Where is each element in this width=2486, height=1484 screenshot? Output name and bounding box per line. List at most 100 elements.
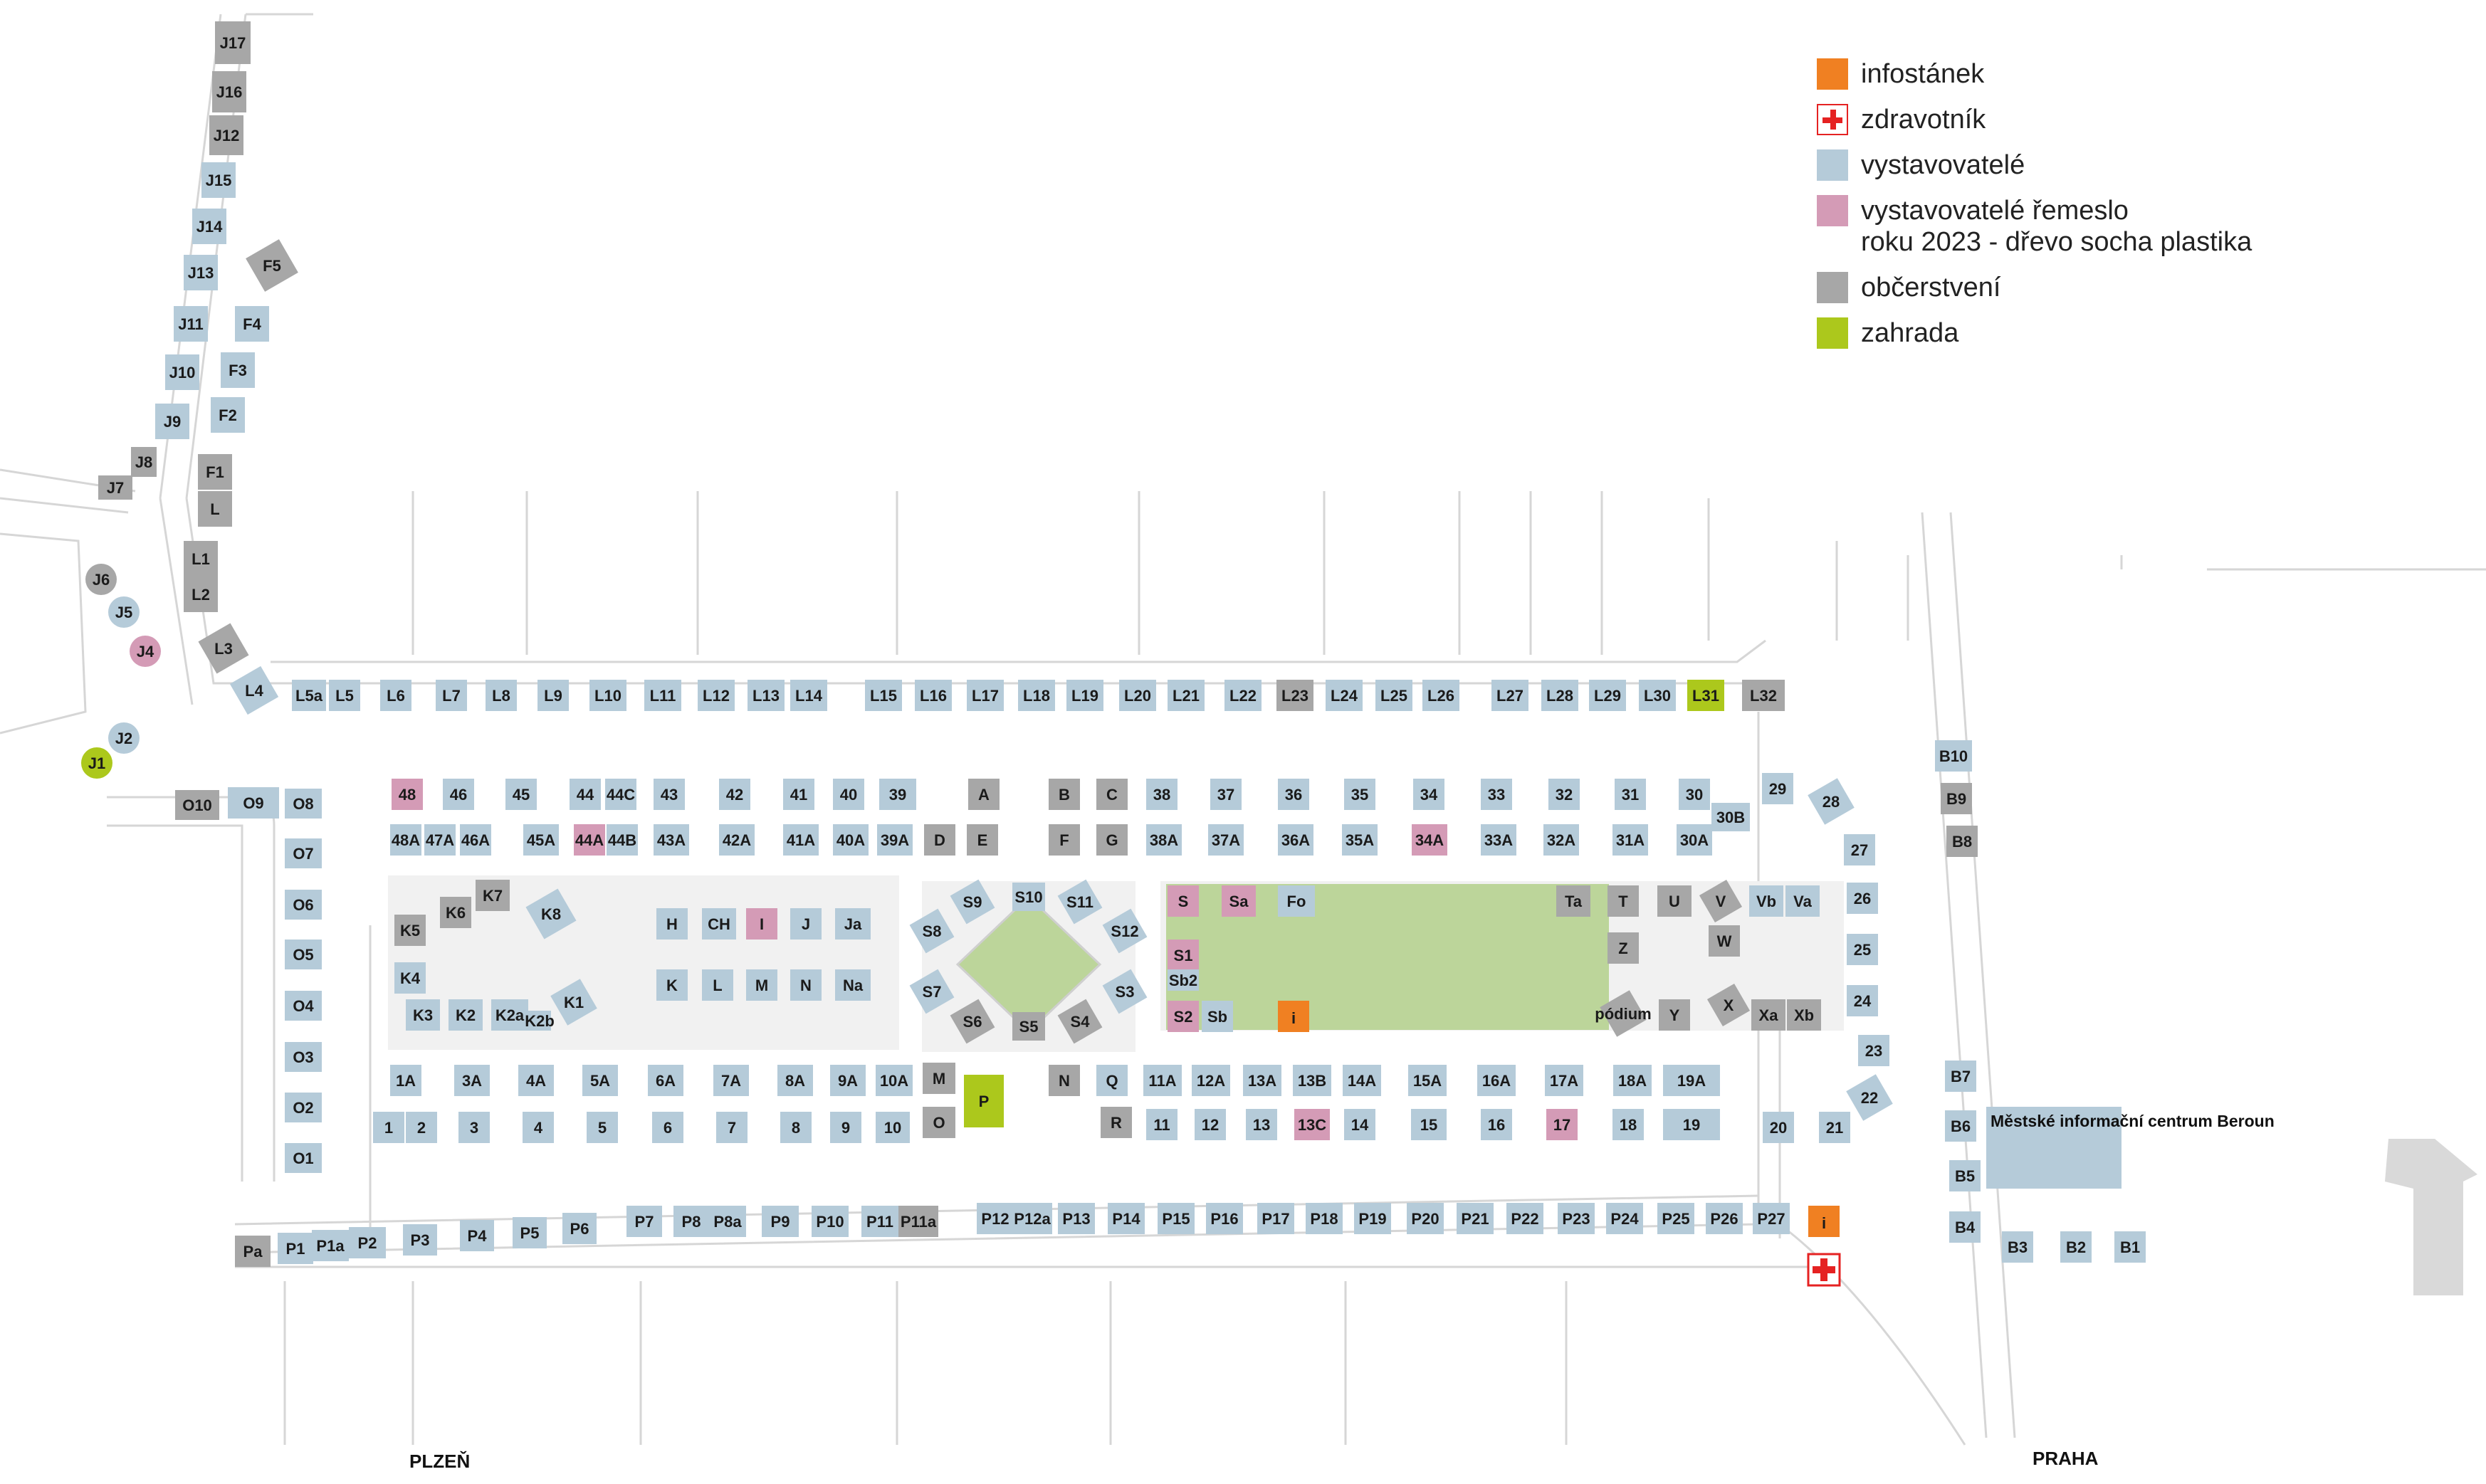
stall-Va[interactable]: Va bbox=[1785, 885, 1820, 917]
stall-40A[interactable]: 40A bbox=[833, 824, 869, 856]
stall-Z[interactable]: Z bbox=[1607, 932, 1639, 964]
stall-J8[interactable]: J8 bbox=[131, 447, 157, 477]
stall-P5[interactable]: P5 bbox=[513, 1217, 547, 1248]
stall-J1[interactable]: J1 bbox=[81, 747, 112, 779]
stall-6A[interactable]: 6A bbox=[648, 1065, 683, 1096]
stall-N[interactable]: N bbox=[1049, 1065, 1080, 1096]
stall-J12[interactable]: J12 bbox=[209, 115, 243, 155]
stall-10A[interactable]: 10A bbox=[876, 1065, 913, 1096]
stall-P24[interactable]: P24 bbox=[1606, 1203, 1643, 1234]
stall-S7[interactable]: S7 bbox=[909, 969, 955, 1014]
stall-8A[interactable]: 8A bbox=[777, 1065, 813, 1096]
stall-S[interactable]: S bbox=[1168, 885, 1199, 917]
stall-37A[interactable]: 37A bbox=[1208, 824, 1244, 856]
stall-31A[interactable]: 31A bbox=[1612, 824, 1648, 856]
stall-1[interactable]: 1 bbox=[373, 1112, 404, 1143]
stall-P1a[interactable]: P1a bbox=[312, 1230, 349, 1261]
stall-44[interactable]: 44 bbox=[570, 779, 601, 810]
stall-K2[interactable]: K2 bbox=[449, 999, 483, 1031]
stall-B3[interactable]: B3 bbox=[2002, 1231, 2033, 1263]
stall-D[interactable]: D bbox=[924, 824, 955, 856]
stall-Ja[interactable]: Ja bbox=[835, 908, 871, 940]
stall-L9[interactable]: L9 bbox=[537, 680, 569, 711]
stall-5A[interactable]: 5A bbox=[582, 1065, 618, 1096]
stall-O4[interactable]: O4 bbox=[285, 991, 322, 1021]
stall-L22[interactable]: L22 bbox=[1224, 680, 1262, 711]
stall-Fo[interactable]: Fo bbox=[1278, 885, 1315, 917]
stall-44A[interactable]: 44A bbox=[574, 824, 605, 856]
stall-30B[interactable]: 30B bbox=[1711, 803, 1750, 831]
stall-48[interactable]: 48 bbox=[392, 779, 423, 810]
stall-42[interactable]: 42 bbox=[719, 779, 750, 810]
stall-L[interactable]: L bbox=[702, 969, 733, 1001]
stall-36[interactable]: 36 bbox=[1278, 779, 1309, 810]
stall-J17[interactable]: J17 bbox=[215, 21, 251, 64]
stall-26[interactable]: 26 bbox=[1847, 883, 1878, 914]
stall-18[interactable]: 18 bbox=[1612, 1109, 1644, 1140]
stall-L3[interactable]: L3 bbox=[198, 623, 249, 674]
stall-Sb2[interactable]: Sb2 bbox=[1168, 969, 1199, 991]
stall-29[interactable]: 29 bbox=[1762, 773, 1793, 804]
stall-31[interactable]: 31 bbox=[1615, 779, 1646, 810]
stall-44B[interactable]: 44B bbox=[607, 824, 638, 856]
stall-P1[interactable]: P1 bbox=[278, 1233, 313, 1264]
stall-B9[interactable]: B9 bbox=[1941, 783, 1972, 814]
stall-28[interactable]: 28 bbox=[1808, 778, 1855, 825]
stall-P10[interactable]: P10 bbox=[812, 1206, 849, 1237]
stall-32[interactable]: 32 bbox=[1548, 779, 1580, 810]
stall-J13[interactable]: J13 bbox=[184, 255, 218, 290]
stall-L11[interactable]: L11 bbox=[644, 680, 681, 711]
stall-K3[interactable]: K3 bbox=[406, 999, 440, 1031]
stall-B7[interactable]: B7 bbox=[1945, 1061, 1976, 1092]
stall-P19[interactable]: P19 bbox=[1354, 1203, 1391, 1234]
stall-41[interactable]: 41 bbox=[783, 779, 814, 810]
stall-M[interactable]: M bbox=[746, 969, 777, 1001]
stall-P20[interactable]: P20 bbox=[1407, 1203, 1444, 1234]
stall-L29[interactable]: L29 bbox=[1589, 680, 1626, 711]
stall-P16[interactable]: P16 bbox=[1206, 1203, 1243, 1234]
stall-38A[interactable]: 38A bbox=[1146, 824, 1182, 856]
stall-9[interactable]: 9 bbox=[830, 1112, 861, 1143]
stall-O3[interactable]: O3 bbox=[285, 1042, 322, 1072]
stall-B6[interactable]: B6 bbox=[1945, 1110, 1976, 1142]
stall-21[interactable]: 21 bbox=[1819, 1112, 1850, 1143]
stall-Ta[interactable]: Ta bbox=[1556, 885, 1590, 917]
stall-6[interactable]: 6 bbox=[652, 1112, 683, 1143]
stall-24[interactable]: 24 bbox=[1847, 985, 1878, 1016]
stall-O2[interactable]: O2 bbox=[285, 1093, 322, 1122]
stall-34[interactable]: 34 bbox=[1413, 779, 1444, 810]
stall-P2[interactable]: P2 bbox=[349, 1227, 386, 1258]
stall-J9[interactable]: J9 bbox=[155, 404, 189, 439]
stall-P6[interactable]: P6 bbox=[562, 1213, 597, 1244]
stall-K8[interactable]: K8 bbox=[525, 888, 577, 940]
stall-L1[interactable]: L1 bbox=[184, 541, 218, 577]
stall-L31[interactable]: L31 bbox=[1687, 680, 1724, 711]
stall-F1[interactable]: F1 bbox=[198, 454, 232, 490]
stall-F5[interactable]: F5 bbox=[246, 239, 298, 292]
stall-27[interactable]: 27 bbox=[1844, 834, 1875, 865]
stall-P14[interactable]: P14 bbox=[1108, 1203, 1145, 1234]
stall-U[interactable]: U bbox=[1657, 885, 1692, 917]
stall-Q[interactable]: Q bbox=[1096, 1065, 1128, 1096]
stall-P26[interactable]: P26 bbox=[1706, 1203, 1743, 1234]
stall-H[interactable]: H bbox=[656, 908, 688, 940]
stall-J6[interactable]: J6 bbox=[85, 564, 117, 595]
stall-O5[interactable]: O5 bbox=[285, 940, 322, 969]
stall-O7[interactable]: O7 bbox=[285, 838, 322, 868]
stall-3A[interactable]: 3A bbox=[454, 1065, 490, 1096]
stall-4[interactable]: 4 bbox=[523, 1112, 554, 1143]
stall-S10[interactable]: S10 bbox=[1012, 883, 1045, 911]
stall-Pa[interactable]: Pa bbox=[235, 1236, 271, 1267]
stall-13A[interactable]: 13A bbox=[1243, 1065, 1281, 1096]
stall-P27[interactable]: P27 bbox=[1753, 1203, 1790, 1234]
stall-S5[interactable]: S5 bbox=[1012, 1012, 1045, 1041]
stall-2[interactable]: 2 bbox=[406, 1112, 437, 1143]
stall-E[interactable]: E bbox=[967, 824, 998, 856]
stall-P23[interactable]: P23 bbox=[1558, 1203, 1595, 1234]
stall-19[interactable]: 19 bbox=[1663, 1109, 1720, 1140]
stall-K1[interactable]: K1 bbox=[550, 979, 597, 1026]
stall-P8a[interactable]: P8a bbox=[709, 1206, 746, 1237]
stall-Sb[interactable]: Sb bbox=[1202, 1001, 1233, 1032]
stall-S3[interactable]: S3 bbox=[1102, 969, 1148, 1014]
info-centre-label[interactable]: Městské informační centrum Beroun bbox=[1991, 1112, 2275, 1130]
